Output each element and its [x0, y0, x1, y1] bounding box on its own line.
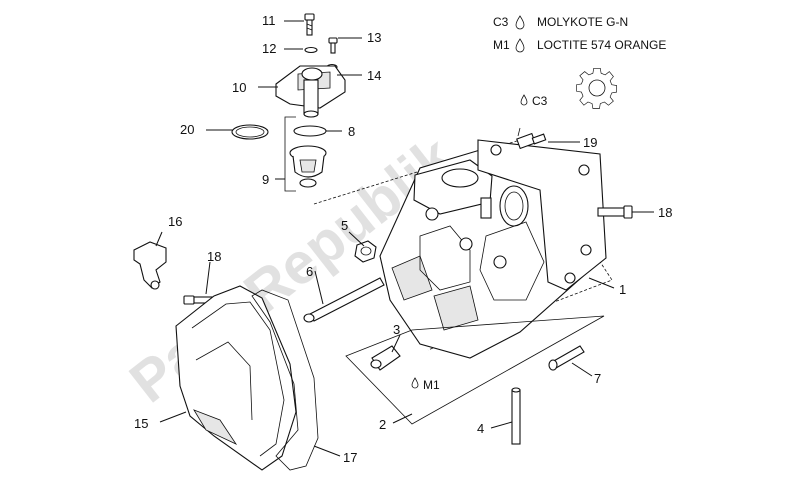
part-3-valve-guide: [370, 345, 401, 371]
part-15-valve-cover: [175, 285, 297, 471]
legend-code-m1: M1: [493, 38, 510, 52]
callouts: 11 12 13 14 10 20 8 9 19 18 1 5 6 3 2 4 …: [134, 13, 672, 465]
leader-lines: [155, 20, 654, 457]
callout-10: 10: [232, 80, 246, 95]
callout-4: 4: [477, 421, 484, 436]
callout-11: 11: [262, 13, 276, 28]
part-8-o-ring: [293, 125, 327, 137]
callout-13: 13: [367, 30, 381, 45]
legend: C3 MOLYKOTE G-N M1 LOCTITE 574 ORANGE: [493, 15, 666, 53]
part-1-cylinder-head: [313, 139, 613, 359]
callout-2: 2: [379, 417, 386, 432]
callout-19: 19: [583, 135, 597, 150]
part-18-screw-left: [183, 295, 215, 305]
part-11-screw: [304, 13, 315, 36]
callout-18-left: 18: [207, 249, 221, 264]
drop-icon: [411, 377, 419, 389]
gear-icon: [576, 67, 618, 109]
callout-12: 12: [262, 41, 276, 56]
callout-14: 14: [367, 68, 381, 83]
part-18-screw-right: [597, 205, 633, 219]
part-19-temperature-sensor: [516, 127, 547, 150]
bracket-9: [284, 116, 296, 192]
callout-20: 20: [180, 122, 194, 137]
part-5-nut: [354, 240, 377, 263]
callout-15: 15: [134, 416, 148, 431]
part-4-pin: [511, 387, 521, 445]
part-9-thermostat: [289, 145, 327, 188]
callout-9: 9: [262, 172, 269, 187]
callout-18-right: 18: [658, 205, 672, 220]
callout-17: 17: [343, 450, 357, 465]
drop-icon: [515, 38, 525, 53]
part-17-gasket: [251, 289, 319, 471]
legend-code-c3: C3: [493, 15, 509, 29]
callout-6: 6: [306, 264, 313, 279]
head-gasket-outline: [345, 315, 605, 425]
part-13-screw: [328, 37, 338, 54]
part-6-stud: [303, 277, 385, 323]
legend-text-loctite: LOCTITE 574 ORANGE: [537, 38, 666, 52]
callout-3: 3: [393, 322, 400, 337]
callout-1: 1: [619, 282, 626, 297]
part-10-thermostat-cover: [275, 65, 346, 118]
drop-icon: [515, 15, 525, 30]
callout-8: 8: [348, 124, 355, 139]
annotation-c3: C3: [532, 94, 548, 108]
part-7-screw: [548, 345, 585, 371]
callout-16: 16: [168, 214, 182, 229]
annotation-m1: M1: [423, 378, 440, 392]
callout-5: 5: [341, 218, 348, 233]
callout-7: 7: [594, 371, 601, 386]
part-12-washer: [304, 46, 318, 54]
part-16-grommet: [133, 241, 167, 290]
drop-icon: [520, 94, 528, 106]
legend-text-molykote: MOLYKOTE G-N: [537, 15, 628, 29]
